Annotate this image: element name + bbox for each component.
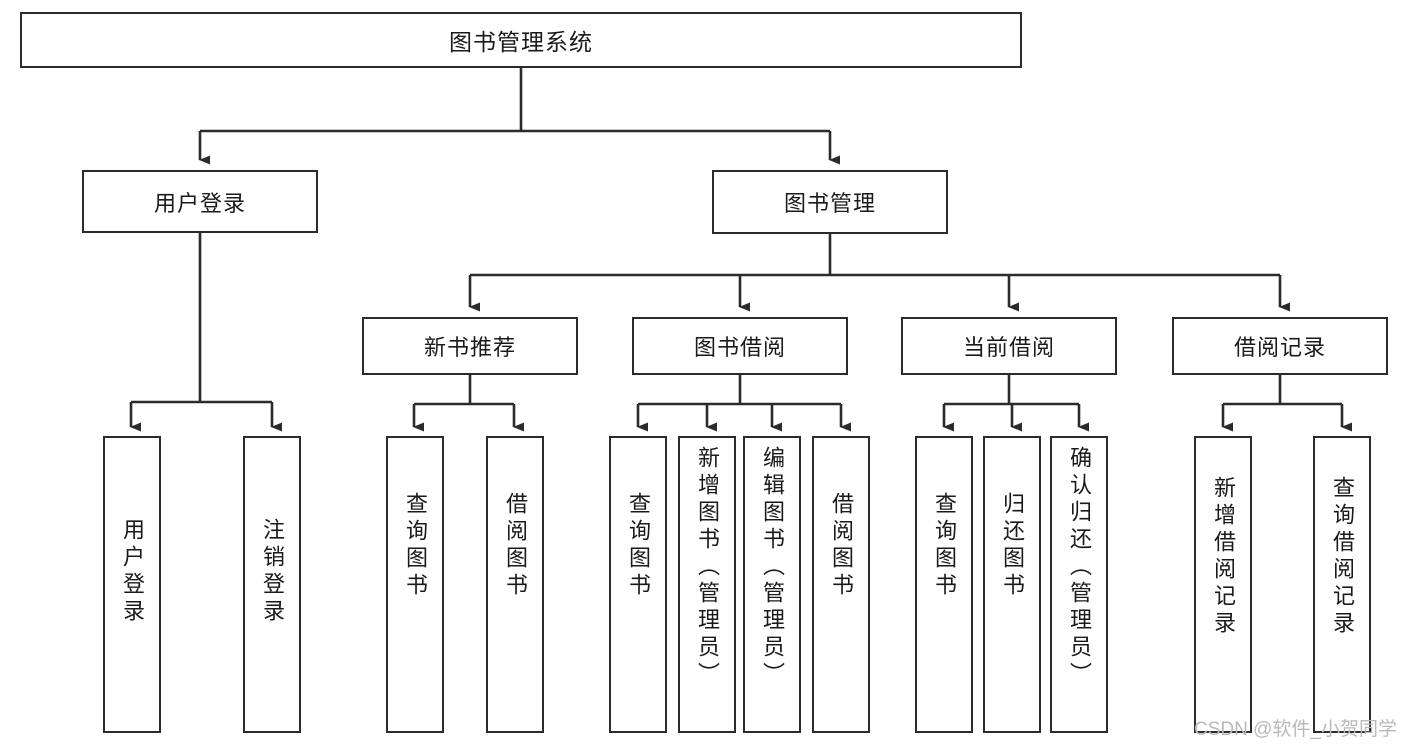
node-label: 新增借阅记录 xyxy=(1211,476,1236,638)
node-label: 用户登录 xyxy=(120,518,145,626)
node-label: 图书借阅 xyxy=(693,335,786,360)
node-label: 查询图书 xyxy=(403,492,428,600)
leaf-query-book-2[interactable]: 查询图书 xyxy=(609,436,667,733)
leaf-return-book[interactable]: 归还图书 xyxy=(983,436,1041,733)
leaf-query-book-1[interactable]: 查询图书 xyxy=(386,436,444,733)
node-label: 注销登录 xyxy=(260,518,285,626)
leaf-query-book-3[interactable]: 查询图书 xyxy=(915,436,973,733)
node-label: 借阅记录 xyxy=(1233,335,1326,360)
node-label: 借阅图书 xyxy=(829,492,854,600)
leaf-add-book[interactable]: 新增图书（管理员） xyxy=(678,436,736,733)
leaf-confirm-return[interactable]: 确认归还（管理员） xyxy=(1050,436,1108,733)
node-label: 查询借阅记录 xyxy=(1330,476,1355,638)
watermark: CSDN @软件_小贺同学 xyxy=(1194,719,1397,740)
node-label: 归还图书 xyxy=(1000,492,1025,600)
node-label: 当前借阅 xyxy=(962,335,1055,360)
node-new-book-recommend[interactable]: 新书推荐 xyxy=(362,317,578,375)
leaf-add-record[interactable]: 新增借阅记录 xyxy=(1194,436,1252,733)
leaf-query-record[interactable]: 查询借阅记录 xyxy=(1313,436,1371,733)
node-book-borrow[interactable]: 图书借阅 xyxy=(632,317,848,375)
leaf-borrow-book-1[interactable]: 借阅图书 xyxy=(486,436,544,733)
node-book-manage[interactable]: 图书管理 xyxy=(712,170,948,234)
node-root[interactable]: 图书管理系统 xyxy=(20,12,1022,68)
leaf-edit-book[interactable]: 编辑图书（管理员） xyxy=(743,436,801,733)
node-current-borrow[interactable]: 当前借阅 xyxy=(901,317,1117,375)
leaf-user-logout[interactable]: 注销登录 xyxy=(243,436,301,733)
node-label: 图书管理 xyxy=(783,191,876,216)
node-label: 用户登录 xyxy=(153,190,246,216)
leaf-borrow-book-2[interactable]: 借阅图书 xyxy=(812,436,870,733)
node-label: 查询图书 xyxy=(626,492,651,600)
node-user-login[interactable]: 用户登录 xyxy=(82,170,318,233)
node-label: 新书推荐 xyxy=(423,335,516,360)
node-borrow-record[interactable]: 借阅记录 xyxy=(1172,317,1388,375)
node-label: 编辑图书（管理员） xyxy=(760,446,785,689)
node-label: 确认归还（管理员） xyxy=(1067,446,1092,689)
node-label: 图书管理系统 xyxy=(449,29,593,55)
node-label: 借阅图书 xyxy=(503,492,528,600)
leaf-user-login[interactable]: 用户登录 xyxy=(103,436,161,733)
node-label: 查询图书 xyxy=(932,492,957,600)
node-label: 新增图书（管理员） xyxy=(695,446,720,689)
